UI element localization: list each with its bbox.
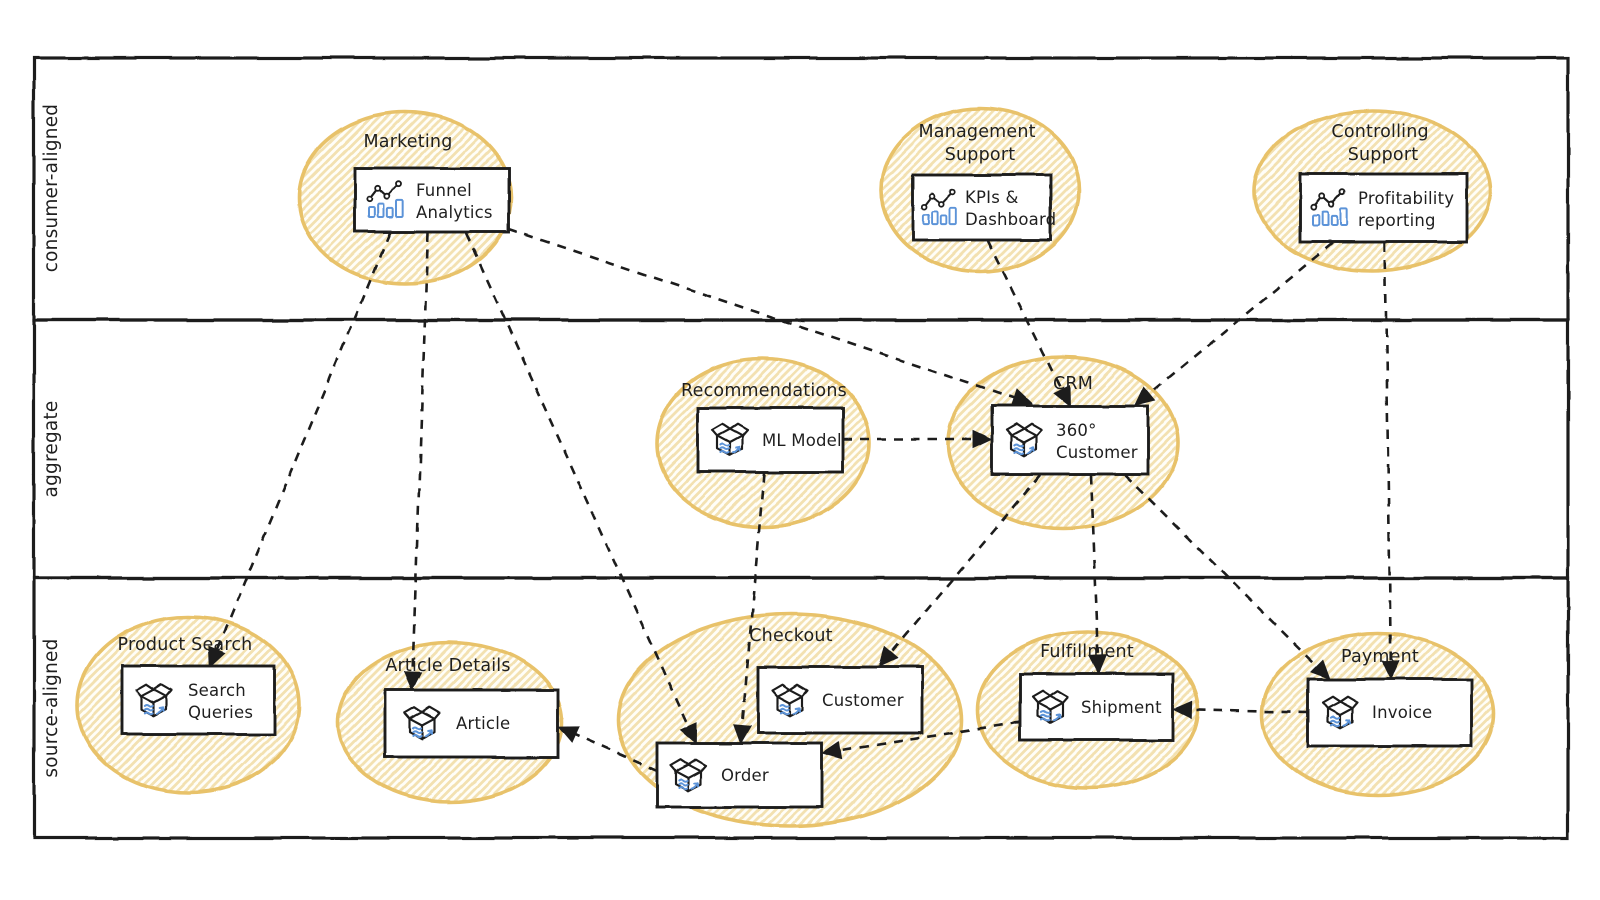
domain-label-controlling-support: Controlling Support [1331, 122, 1434, 165]
product-box-search-queries [120, 664, 276, 736]
product-label-ml-model: ML Model [762, 431, 842, 450]
product-box-kpis-dashboard [911, 173, 1053, 242]
edge-invoice-to-shipment [1172, 700, 1309, 719]
product-box-profitability-reporting [1298, 172, 1468, 244]
domain-label-fulfillment: Fulfillment [1040, 642, 1134, 662]
edge-ml-model-to-order [733, 472, 766, 745]
domain-label-product-search: Product Search [118, 635, 253, 655]
edges [208, 227, 1401, 773]
product-box-customer-360 [990, 404, 1150, 476]
edge-profitability-reporting-to-customer-360 [1134, 241, 1333, 406]
edge-customer-360-to-invoice [1124, 474, 1331, 680]
domain-label-management-support: Management Support [918, 122, 1041, 165]
product-label-kpis-dashboard: KPIs & Dashboard [965, 188, 1056, 229]
edge-funnel-analytics-to-article [403, 232, 430, 692]
lane-source-aligned [32, 576, 1570, 840]
product-box-order [655, 741, 824, 809]
edge-funnel-analytics-to-order [464, 232, 698, 745]
edge-funnel-analytics-to-search-queries [208, 232, 392, 669]
domain-label-payment: Payment [1341, 647, 1419, 667]
lane-label-aggregate: aggregate [41, 401, 62, 498]
product-boxes [120, 166, 1474, 809]
edge-kpis-dashboard-to-customer-360 [986, 240, 1070, 407]
edge-customer-360-to-customer [878, 474, 1041, 668]
product-box-shipment [1018, 672, 1175, 742]
product-label-search-queries: Search Queries [188, 681, 253, 722]
domain-label-checkout: Checkout [749, 626, 832, 646]
product-box-article [383, 688, 560, 759]
product-label-customer-360: 360° Customer [1056, 421, 1138, 462]
product-box-funnel-analytics [353, 166, 511, 234]
lane-label-consumer-aligned: consumer-aligned [41, 104, 62, 273]
lane-label-source-aligned: source-aligned [41, 638, 62, 777]
product-label-order: Order [721, 766, 769, 785]
product-label-shipment: Shipment [1081, 698, 1162, 717]
product-box-customer [756, 665, 924, 735]
swimlanes [32, 56, 1570, 840]
product-label-invoice: Invoice [1372, 703, 1432, 722]
labels: consumer-aligned aggregate source-aligne… [41, 104, 1460, 785]
product-label-customer: Customer [822, 691, 904, 710]
edge-funnel-analytics-to-customer-360 [508, 227, 1033, 407]
product-label-article: Article [456, 714, 510, 733]
domain-label-crm: CRM [1053, 374, 1093, 394]
product-label-funnel-analytics: Funnel Analytics [416, 181, 493, 222]
product-label-profitability-reporting: Profitability reporting [1358, 189, 1460, 230]
domain-label-marketing: Marketing [363, 132, 452, 152]
edge-order-to-article [557, 725, 658, 773]
product-box-ml-model [696, 406, 845, 474]
domain-label-article-details: Article Details [385, 656, 510, 676]
product-box-invoice [1306, 677, 1474, 748]
domain-label-recommendations: Recommendations [681, 381, 847, 401]
edge-profitability-reporting-to-invoice [1381, 242, 1401, 681]
